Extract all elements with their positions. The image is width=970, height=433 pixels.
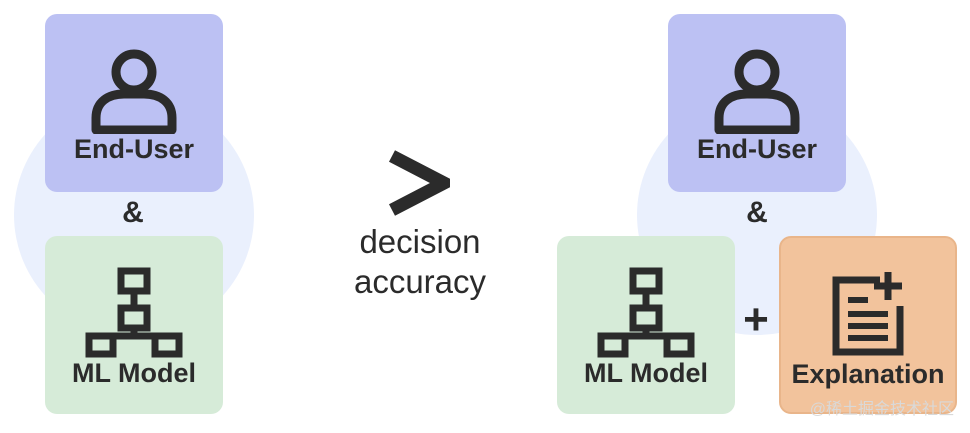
left-end-user-card: End-User	[45, 14, 223, 192]
comparison-text: decision accuracy	[330, 222, 510, 302]
right-ml-model-card: ML Model	[557, 236, 735, 414]
hierarchy-icon	[557, 266, 735, 358]
comparison-line-2: accuracy	[353, 263, 487, 300]
right-end-user-card: End-User	[668, 14, 846, 192]
explanation-label: Explanation	[791, 359, 945, 389]
ampersand: &	[746, 196, 768, 229]
left-ml-model-card: ML Model	[45, 236, 223, 414]
explanation-card: Explanation	[779, 236, 957, 414]
user-icon	[668, 38, 846, 134]
ml-model-label: ML Model	[72, 358, 196, 388]
hierarchy-icon	[45, 266, 223, 358]
document-add-icon	[781, 266, 955, 362]
end-user-label: End-User	[696, 134, 818, 164]
ml-model-label: ML Model	[584, 358, 708, 388]
greater-than-icon	[386, 150, 459, 221]
end-user-label: End-User	[73, 134, 195, 164]
user-icon	[45, 38, 223, 134]
watermark: @稀土掘金技术社区	[809, 401, 954, 418]
ampersand: &	[122, 196, 144, 229]
plus-sign: +	[743, 295, 769, 344]
comparison-line-1: decision	[359, 223, 481, 260]
